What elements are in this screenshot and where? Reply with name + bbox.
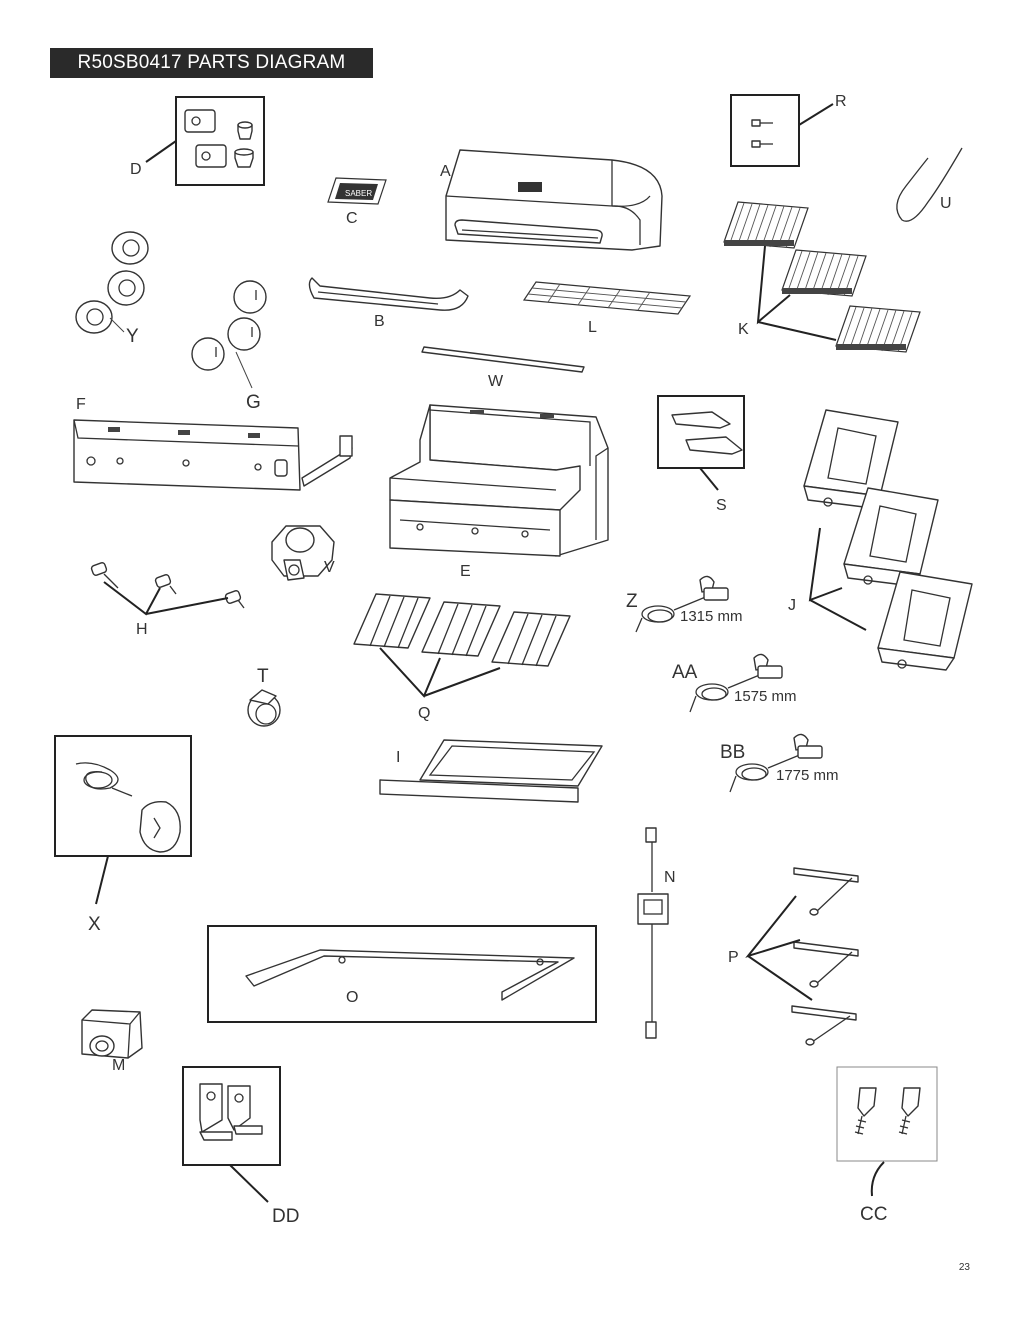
part-l-warming-rack [522, 281, 692, 315]
label-q: Q [418, 705, 430, 722]
part-g-knobs [191, 280, 267, 389]
label-j: J [788, 597, 796, 614]
label-t: T [257, 666, 269, 687]
dimension-aa: 1575 mm [734, 688, 797, 705]
badge-logo-text: SABER [345, 189, 372, 198]
part-m-switch [81, 1009, 143, 1059]
part-a-hood [445, 149, 663, 251]
part-p-brackets [745, 867, 859, 1046]
part-j-heat-tents [803, 409, 973, 671]
part-n-transformer [637, 827, 669, 1039]
label-s: S [716, 497, 727, 514]
label-g: G [246, 392, 261, 413]
part-b-handle [308, 277, 469, 311]
label-o: O [346, 989, 358, 1006]
part-o-side-rail [207, 925, 597, 1023]
label-e: E [460, 563, 471, 580]
label-bb: BB [720, 742, 745, 763]
part-cc-thumbscrews [836, 1066, 938, 1197]
label-r: R [835, 93, 847, 110]
label-l: L [588, 319, 597, 336]
label-w: W [488, 373, 504, 390]
page-number: 23 [958, 1262, 970, 1273]
part-d-bezels [145, 96, 265, 186]
label-k: K [738, 321, 749, 338]
label-u: U [940, 195, 952, 212]
part-x-igniter-module [54, 735, 192, 905]
label-v: V [324, 559, 335, 576]
label-h: H [136, 621, 148, 638]
part-c-badge: SABER [327, 177, 387, 205]
part-u-wire [896, 147, 963, 222]
part-dd-brackets [182, 1066, 281, 1203]
label-cc: CC [860, 1204, 887, 1225]
label-aa: AA [672, 662, 698, 683]
label-m: M [112, 1057, 125, 1074]
label-b: B [374, 313, 385, 330]
part-s-burners [657, 395, 745, 491]
part-q-flame-tamers [353, 593, 571, 698]
label-c: C [346, 210, 358, 227]
label-i: I [396, 749, 400, 766]
part-f-control-panel [73, 419, 353, 491]
page-title: R50SB0417 PARTS DIAGRAM [50, 48, 373, 78]
label-n: N [664, 869, 676, 886]
part-y-knob-bezels [75, 231, 149, 334]
part-v-regulator [271, 525, 335, 581]
label-dd: DD [272, 1206, 299, 1227]
part-e-firebox [389, 404, 609, 557]
label-x: X [88, 914, 101, 935]
part-h-igniter-wires [90, 562, 245, 616]
label-z: Z [626, 591, 638, 612]
part-k-grates [723, 201, 921, 353]
part-t-igniter-button [247, 689, 281, 727]
part-bb-infrared-burner [729, 733, 823, 793]
part-aa-infrared-burner [689, 653, 783, 713]
label-a: A [440, 163, 451, 180]
label-f: F [76, 396, 86, 413]
dimension-bb: 1775 mm [776, 767, 839, 784]
label-d: D [130, 161, 142, 178]
part-w-strip [421, 346, 585, 373]
dimension-z: 1315 mm [680, 608, 743, 625]
part-z-infrared-burner [635, 575, 729, 633]
part-r-screws [730, 94, 834, 167]
part-i-drip-tray [379, 739, 603, 803]
label-p: P [728, 949, 739, 966]
label-y: Y [126, 326, 139, 347]
